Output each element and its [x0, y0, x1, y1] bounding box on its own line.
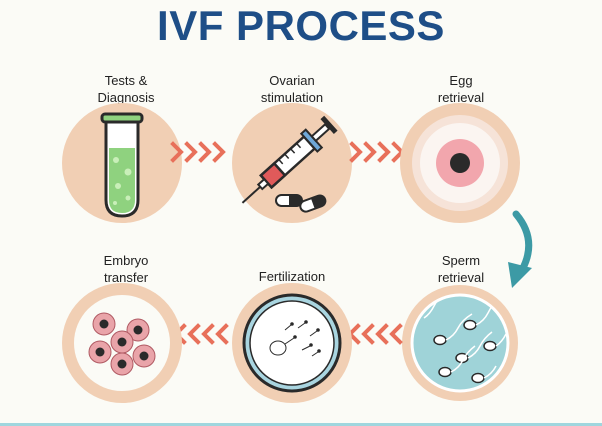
petri-dish-icon [242, 293, 342, 393]
step-embryo-transfer [62, 283, 182, 403]
step-label-line: retrieval [437, 270, 485, 285]
step-tests-diagnosis [62, 103, 182, 223]
curved-arrow-down-icon [508, 210, 533, 288]
embryo-cells-icon [88, 312, 156, 376]
chevron-arrows-right-icon [170, 141, 226, 163]
step-label-line: Sperm [441, 253, 481, 268]
step-label-line: transfer [103, 270, 149, 285]
page-title: IVF PROCESS [157, 2, 445, 49]
chevron-arrows-left-icon [173, 323, 229, 345]
step-label-line: Embryo [103, 253, 149, 268]
step-label-line: Fertilization [258, 269, 326, 284]
bottom-divider [0, 423, 602, 426]
step-label-sperm: Sperm retrieval [396, 252, 526, 286]
pills-icon [275, 194, 327, 213]
test-tube-icon [100, 112, 144, 218]
step-label-embryo: Embryo transfer [61, 252, 191, 286]
chevron-arrows-left-icon [347, 323, 403, 345]
syringe-icon [241, 115, 338, 204]
step-label-line: Ovarian [269, 73, 315, 88]
step-label-line: Egg [449, 73, 473, 88]
step-fertilization [232, 283, 352, 403]
step-label-egg: Egg retrieval [396, 72, 526, 106]
step-label-line: Diagnosis [97, 90, 155, 105]
step-egg-retrieval [400, 103, 520, 223]
step-ovarian-stimulation [232, 103, 352, 223]
step-sperm-retrieval [402, 285, 518, 401]
step-label-line: stimulation [260, 90, 324, 105]
egg-cell-icon [412, 115, 508, 211]
step-label-tests: Tests & Diagnosis [61, 72, 191, 106]
sperm-cells-icon [423, 295, 507, 384]
step-label-line: retrieval [437, 90, 485, 105]
chevron-arrows-right-icon [349, 141, 405, 163]
step-label-ovarian: Ovarian stimulation [227, 72, 357, 106]
step-label-line: Tests & [104, 73, 148, 88]
step-label-fertilization: Fertilization [227, 268, 357, 285]
